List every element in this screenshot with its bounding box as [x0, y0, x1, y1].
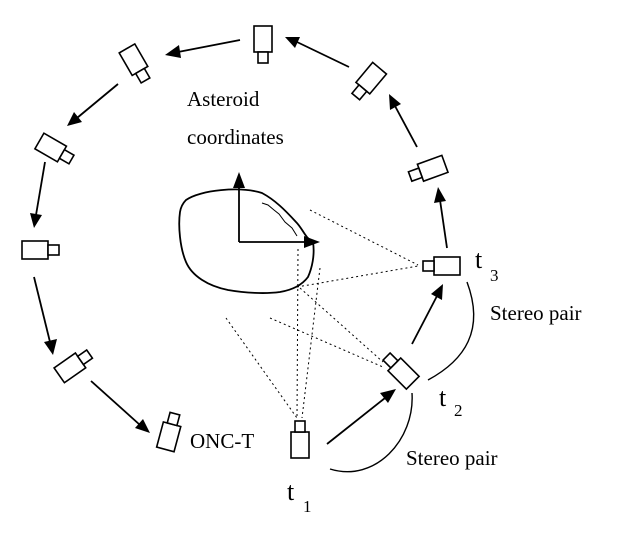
camera-icon [21, 240, 60, 260]
asteroid-label-line2: coordinates [187, 125, 284, 149]
stereo-arc-bottom [329, 392, 413, 473]
lines-of-sight [225, 209, 419, 419]
time-label-t3: t [475, 245, 483, 274]
camera-icon [422, 256, 461, 276]
camera-name-label: ONC-T [190, 429, 254, 453]
camera-icon [350, 61, 388, 101]
camera-icon [407, 154, 450, 183]
camera-icon [253, 25, 273, 64]
time-label-t2: t [439, 383, 447, 412]
time-label-t1: t [287, 477, 295, 506]
camera-icon [52, 348, 94, 384]
orbit-arrows [30, 37, 448, 445]
camera-icon [33, 132, 76, 165]
time-label-t3-sub: 3 [490, 266, 499, 285]
asteroid-label-line1: Asteroid [187, 87, 260, 111]
coordinate-axes [233, 172, 320, 248]
time-label-t1-sub: 1 [303, 497, 312, 516]
stereo-pair-label-bottom: Stereo pair [406, 446, 498, 470]
camera-icon [381, 351, 421, 391]
camera-icon [155, 411, 182, 453]
stereo-pair-label-top: Stereo pair [490, 301, 582, 325]
camera-icon [290, 420, 310, 459]
time-label-t2-sub: 2 [454, 401, 463, 420]
camera-icon [118, 42, 151, 85]
stereo-arc-top [427, 281, 475, 381]
